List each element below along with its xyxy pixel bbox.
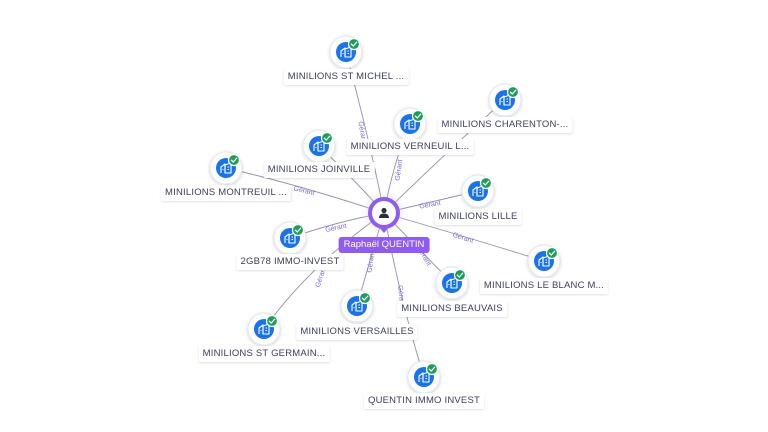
person-pin-tip	[379, 227, 389, 233]
verified-check-icon	[453, 268, 467, 282]
relation-label: Gérant	[366, 251, 376, 273]
company-node[interactable]	[393, 107, 427, 141]
company-node[interactable]	[340, 289, 374, 323]
verified-check-icon	[347, 37, 361, 51]
company-node[interactable]	[329, 35, 363, 69]
relation-label: Gérant	[394, 159, 404, 181]
company-label[interactable]: MINILIONS BEAUVAIS	[397, 301, 507, 317]
company-node[interactable]	[527, 244, 561, 278]
person-node[interactable]	[360, 189, 408, 237]
company-label[interactable]: MINILIONS LILLE	[434, 209, 522, 225]
check-mark	[361, 295, 369, 301]
company-label[interactable]: MINILIONS ST GERMAIN...	[198, 346, 330, 362]
company-node[interactable]	[461, 174, 495, 208]
check-mark	[350, 41, 358, 47]
relation-label: Gérant	[293, 185, 316, 197]
check-mark	[509, 89, 517, 95]
verified-check-icon	[227, 153, 241, 167]
company-node[interactable]	[247, 312, 281, 346]
check-mark	[268, 318, 276, 324]
company-node[interactable]	[273, 221, 307, 255]
company-label[interactable]: MINILIONS CHARENTON-...	[437, 117, 573, 133]
company-label[interactable]: MINILIONS VERSAILLES	[296, 324, 418, 340]
company-label[interactable]: MINILIONS JOINVILLE	[263, 162, 375, 178]
relation-label: Gérant	[419, 200, 441, 211]
company-node[interactable]	[302, 129, 336, 163]
check-mark	[230, 157, 238, 163]
company-node[interactable]	[209, 151, 243, 185]
check-mark	[482, 180, 490, 186]
verified-check-icon	[358, 291, 372, 305]
building-icon	[418, 371, 430, 383]
check-mark	[456, 272, 464, 278]
verified-check-icon	[506, 85, 520, 99]
relation-label: Gérant	[452, 232, 475, 245]
person-icon	[379, 207, 389, 218]
verified-check-icon	[265, 314, 279, 328]
check-mark	[548, 250, 556, 256]
check-mark	[414, 113, 422, 119]
relation-label: Gérant	[325, 223, 347, 234]
person-label[interactable]: Raphaël QUENTIN	[338, 237, 430, 253]
check-mark	[323, 135, 331, 141]
company-label[interactable]: MINILIONS LE BLANC M...	[479, 278, 609, 294]
company-label[interactable]: 2GB78 IMMO-INVEST	[236, 254, 344, 270]
verified-check-icon	[411, 109, 425, 123]
verified-check-icon	[545, 246, 559, 260]
check-mark	[428, 366, 436, 372]
company-node[interactable]	[435, 266, 469, 300]
verified-check-icon	[291, 223, 305, 237]
relation-label: Gérant	[356, 121, 367, 143]
check-mark	[294, 227, 302, 233]
company-label[interactable]: MINILIONS VERNEUIL L...	[346, 139, 474, 155]
company-label[interactable]: QUENTIN IMMO INVEST	[364, 393, 484, 409]
company-label[interactable]: MINILIONS ST MICHEL ...	[283, 69, 409, 85]
company-label[interactable]: MINILIONS MONTREUIL ...	[161, 185, 291, 201]
relation-label: Gérant	[396, 285, 405, 307]
company-node[interactable]	[488, 83, 522, 117]
company-node[interactable]	[407, 360, 441, 394]
verified-check-icon	[320, 131, 334, 145]
verified-check-icon	[479, 176, 493, 190]
verified-check-icon	[425, 362, 439, 376]
